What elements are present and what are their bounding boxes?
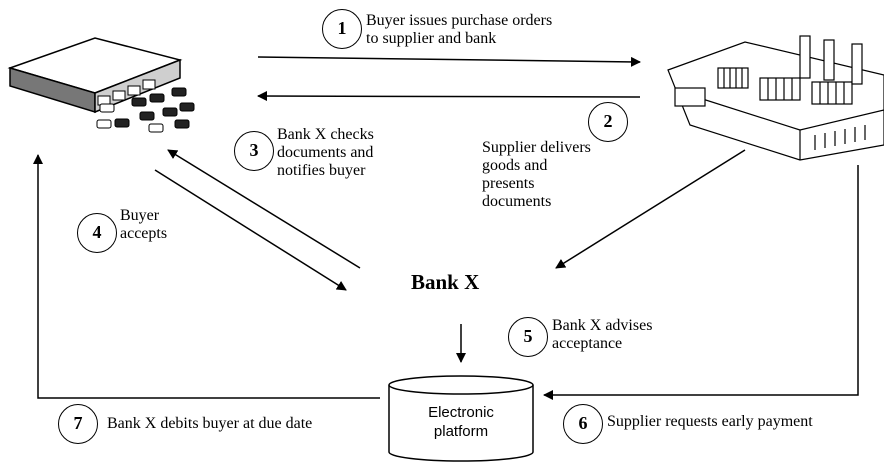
step-5-badge: 5 [508,317,548,357]
step-6-text: Supplier requests early payment [607,413,813,430]
arrow-step3 [167,149,361,269]
supplier-factory-icon [667,35,884,161]
platform-cylinder-icon [388,375,534,462]
step-7-text: Bank X debits buyer at due date [107,415,313,432]
bank-x-label: Bank X [411,270,480,294]
arrow-step6 [543,165,859,400]
step-2-badge: 2 [588,102,628,142]
buyer-warehouse-icon [7,37,195,133]
arrow-step2 [257,91,641,102]
step-3-badge: 3 [234,131,274,171]
arrow-supplier-to-bank [555,149,746,269]
step-4-badge: 4 [77,213,117,253]
arrow-step4 [154,169,347,291]
arrow-step1 [257,56,641,67]
arrow-step7 [33,154,380,399]
step-1-badge: 1 [322,9,362,49]
step-6-badge: 6 [563,404,603,444]
step-7-badge: 7 [58,404,98,444]
